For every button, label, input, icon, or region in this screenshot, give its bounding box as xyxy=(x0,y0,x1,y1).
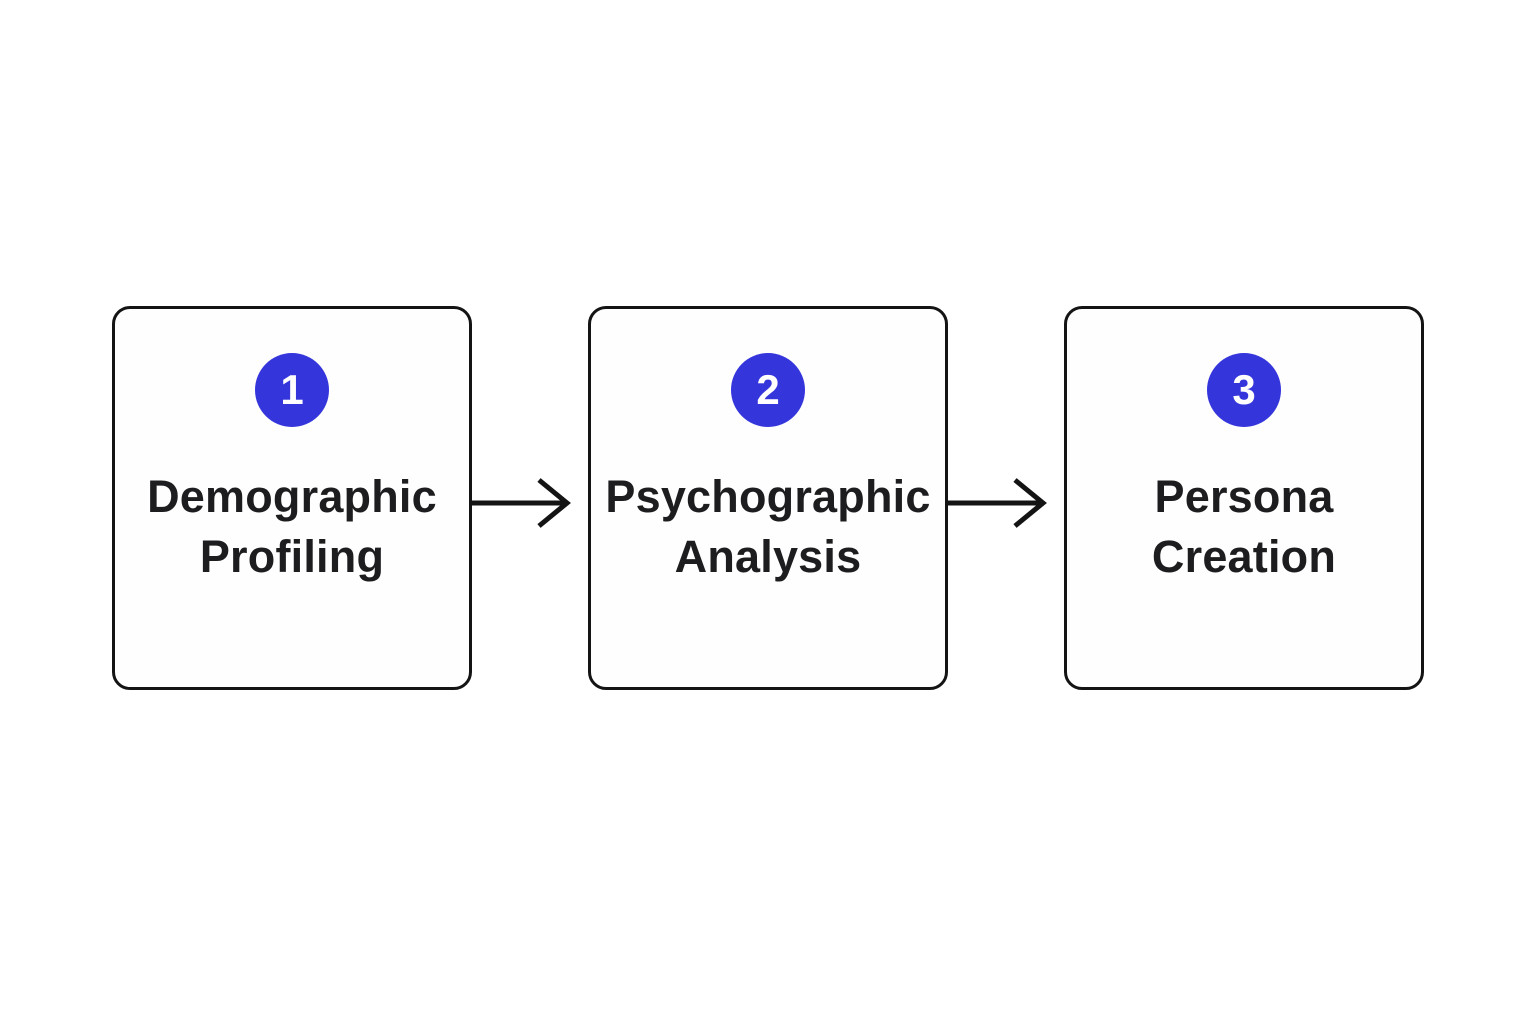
step-number: 3 xyxy=(1232,366,1256,413)
arrow-right-icon xyxy=(948,478,1047,528)
step-label: Persona Creation xyxy=(1151,471,1337,582)
step-number-badge: 3 xyxy=(1207,353,1281,427)
process-flow: 1 Demographic Profiling 2 Psychographic … xyxy=(0,306,1536,690)
step-number-badge: 1 xyxy=(255,353,329,427)
step-number: 1 xyxy=(280,366,304,413)
step-box-persona-creation: 3 Persona Creation xyxy=(1064,306,1424,690)
step-box-psychographic-analysis: 2 Psychographic Analysis xyxy=(588,306,948,690)
step-number: 2 xyxy=(756,366,780,413)
step-label: Demographic Profiling xyxy=(147,471,437,582)
step-box-demographic-profiling: 1 Demographic Profiling xyxy=(112,306,472,690)
step-number-badge: 2 xyxy=(731,353,805,427)
step-label: Psychographic Analysis xyxy=(605,471,931,582)
arrow-right-icon xyxy=(472,478,571,528)
